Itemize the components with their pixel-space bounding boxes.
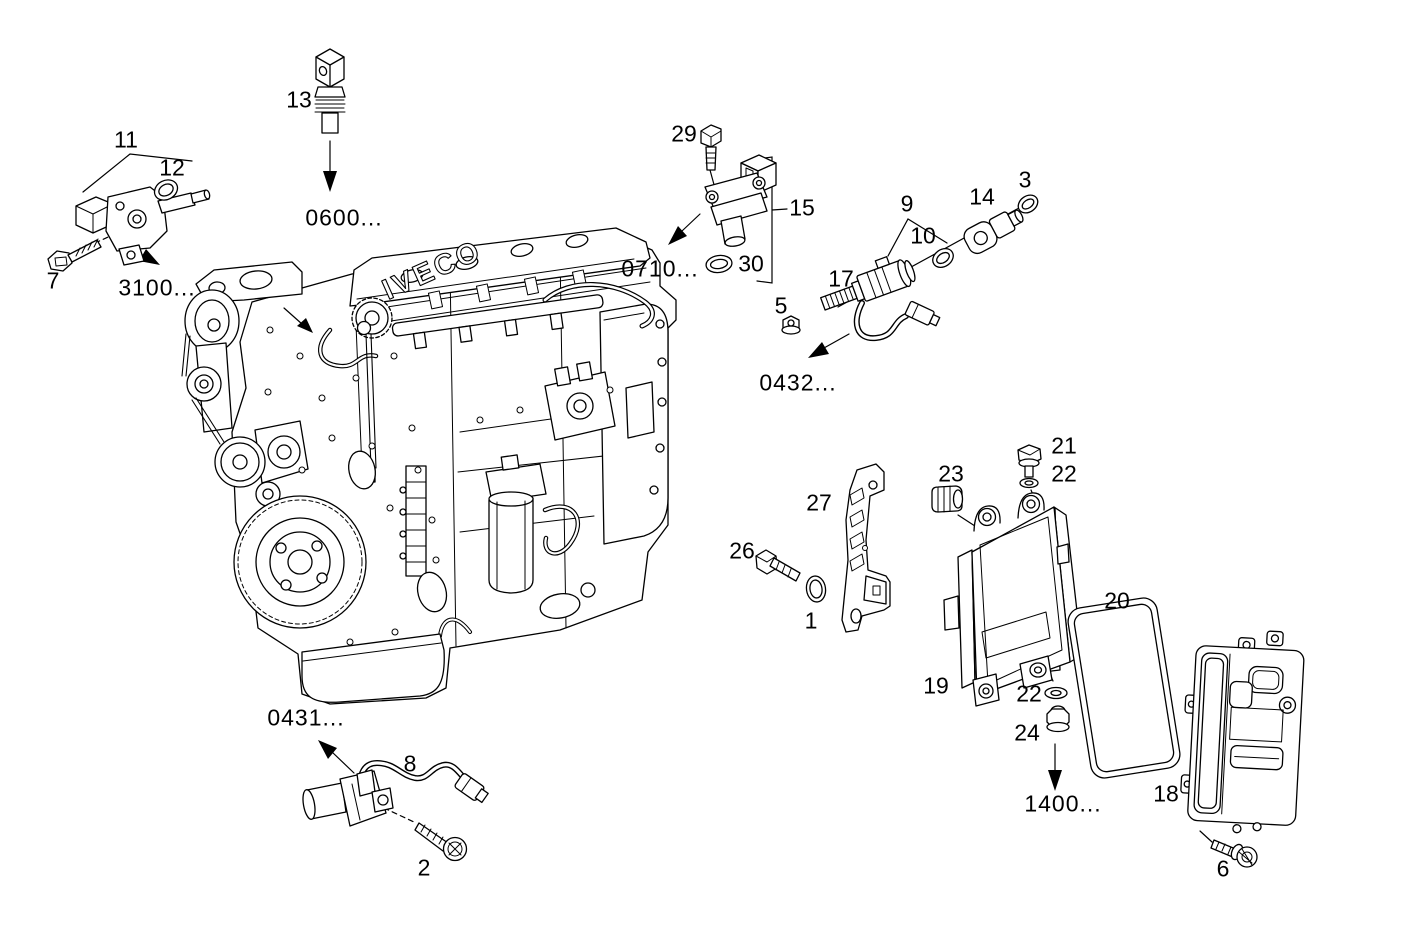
group-bracket-11: [82, 153, 193, 193]
callout-15: 15: [789, 194, 815, 221]
arrow-line-0432: [823, 333, 850, 349]
ref-code-0431: 0431...: [267, 704, 345, 731]
callout-20: 20: [1104, 587, 1130, 614]
part-11-camshaft-sensor: [75, 186, 211, 266]
callout-2: 2: [417, 854, 431, 881]
ref-code-3100: 3100...: [118, 274, 196, 301]
part-3-o-ring: [1017, 194, 1039, 214]
callout-22-bottom: 22: [1016, 680, 1042, 707]
part-22-washer-bottom: [1044, 686, 1068, 700]
axis-bolt6-cover18: [1199, 830, 1213, 843]
part-1-o-ring: [805, 575, 827, 603]
callout-8: 8: [403, 750, 417, 777]
part-14-camshaft-sensor: [963, 209, 1024, 255]
callout-19: 19: [923, 672, 949, 699]
arrowhead-0431: [318, 740, 337, 759]
ref-code-1400: 1400...: [1024, 790, 1102, 817]
callout-30: 30: [738, 250, 764, 277]
arrowhead-0432: [808, 342, 829, 358]
callout-1: 1: [804, 607, 818, 634]
part-8-crankshaft-sensor: [302, 760, 489, 827]
callout-21: 21: [1051, 432, 1077, 459]
part-17-solenoid-sensor: [820, 256, 941, 342]
part-18-cover: [1180, 630, 1305, 834]
part-7-bolt: [47, 238, 102, 272]
part-12-o-ring: [153, 179, 179, 201]
callout-14: 14: [969, 183, 995, 210]
part-22-washer-top: [1019, 477, 1039, 489]
part-19-control-unit: [943, 492, 1083, 707]
ref-code-0432: 0432...: [759, 369, 837, 396]
part-30-o-ring: [705, 254, 733, 274]
arrow-line-mount: [283, 307, 303, 325]
part-2-bolt: [414, 822, 468, 862]
part-13-temperature-sensor: [314, 48, 346, 134]
callout-10: 10: [910, 222, 936, 249]
callout-7: 7: [46, 267, 60, 294]
part-15-pressure-sensor: [704, 154, 777, 247]
part-21-bolt: [1017, 444, 1042, 478]
part-23-grommet: [931, 485, 964, 513]
part-26-bolt: [755, 549, 801, 582]
callout-17: 17: [828, 265, 854, 292]
arrowhead-1400: [1048, 770, 1062, 791]
callout-13: 13: [286, 86, 312, 113]
ref-code-0710: 0710...: [621, 255, 699, 282]
callout-27: 27: [806, 489, 832, 516]
part-24-nut: [1046, 705, 1070, 733]
callout-22-top: 22: [1051, 460, 1077, 487]
part-5-nut: [781, 315, 801, 335]
arrowhead-mount: [297, 318, 313, 333]
axis-bolt2-sensor8: [383, 807, 415, 823]
part-6-bolt: [1210, 839, 1258, 868]
callout-18: 18: [1153, 780, 1179, 807]
part-10-o-ring: [932, 247, 954, 269]
callout-5: 5: [774, 292, 788, 319]
part-29-bolt: [700, 124, 722, 171]
callout-23: 23: [938, 460, 964, 487]
callout-24: 24: [1014, 719, 1040, 746]
arrowhead-0600: [323, 171, 337, 192]
callout-6: 6: [1216, 855, 1230, 882]
callout-26: 26: [729, 537, 755, 564]
callout-3: 3: [1018, 166, 1032, 193]
arrowhead-0710: [668, 226, 687, 245]
engine-illustration: IVECO: [181, 227, 677, 705]
arrowheads: [139, 171, 1062, 791]
group-bracket-9: [887, 218, 948, 257]
callout-9: 9: [900, 190, 914, 217]
arrow-line-0710: [681, 213, 701, 232]
callout-29: 29: [671, 120, 697, 147]
arrow-line-0431: [330, 750, 355, 774]
callout-11: 11: [114, 126, 138, 153]
callout-12: 12: [159, 154, 185, 181]
part-27-bracket: [841, 463, 891, 633]
part-20-gasket: [1067, 597, 1181, 779]
ref-code-0600: 0600...: [305, 204, 383, 231]
